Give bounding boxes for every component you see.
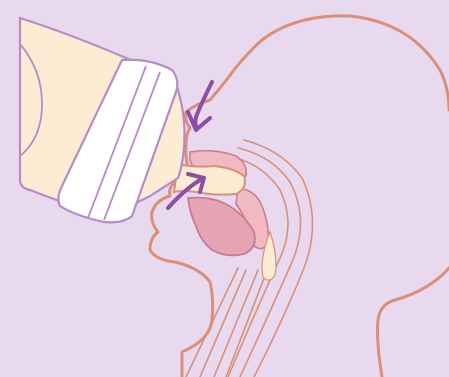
head-outline <box>150 16 449 376</box>
esophagus-line-a <box>200 270 246 377</box>
neck-outline <box>378 268 449 377</box>
throat-line-inner <box>244 140 313 377</box>
curved-arrow-down-icon <box>188 82 212 130</box>
